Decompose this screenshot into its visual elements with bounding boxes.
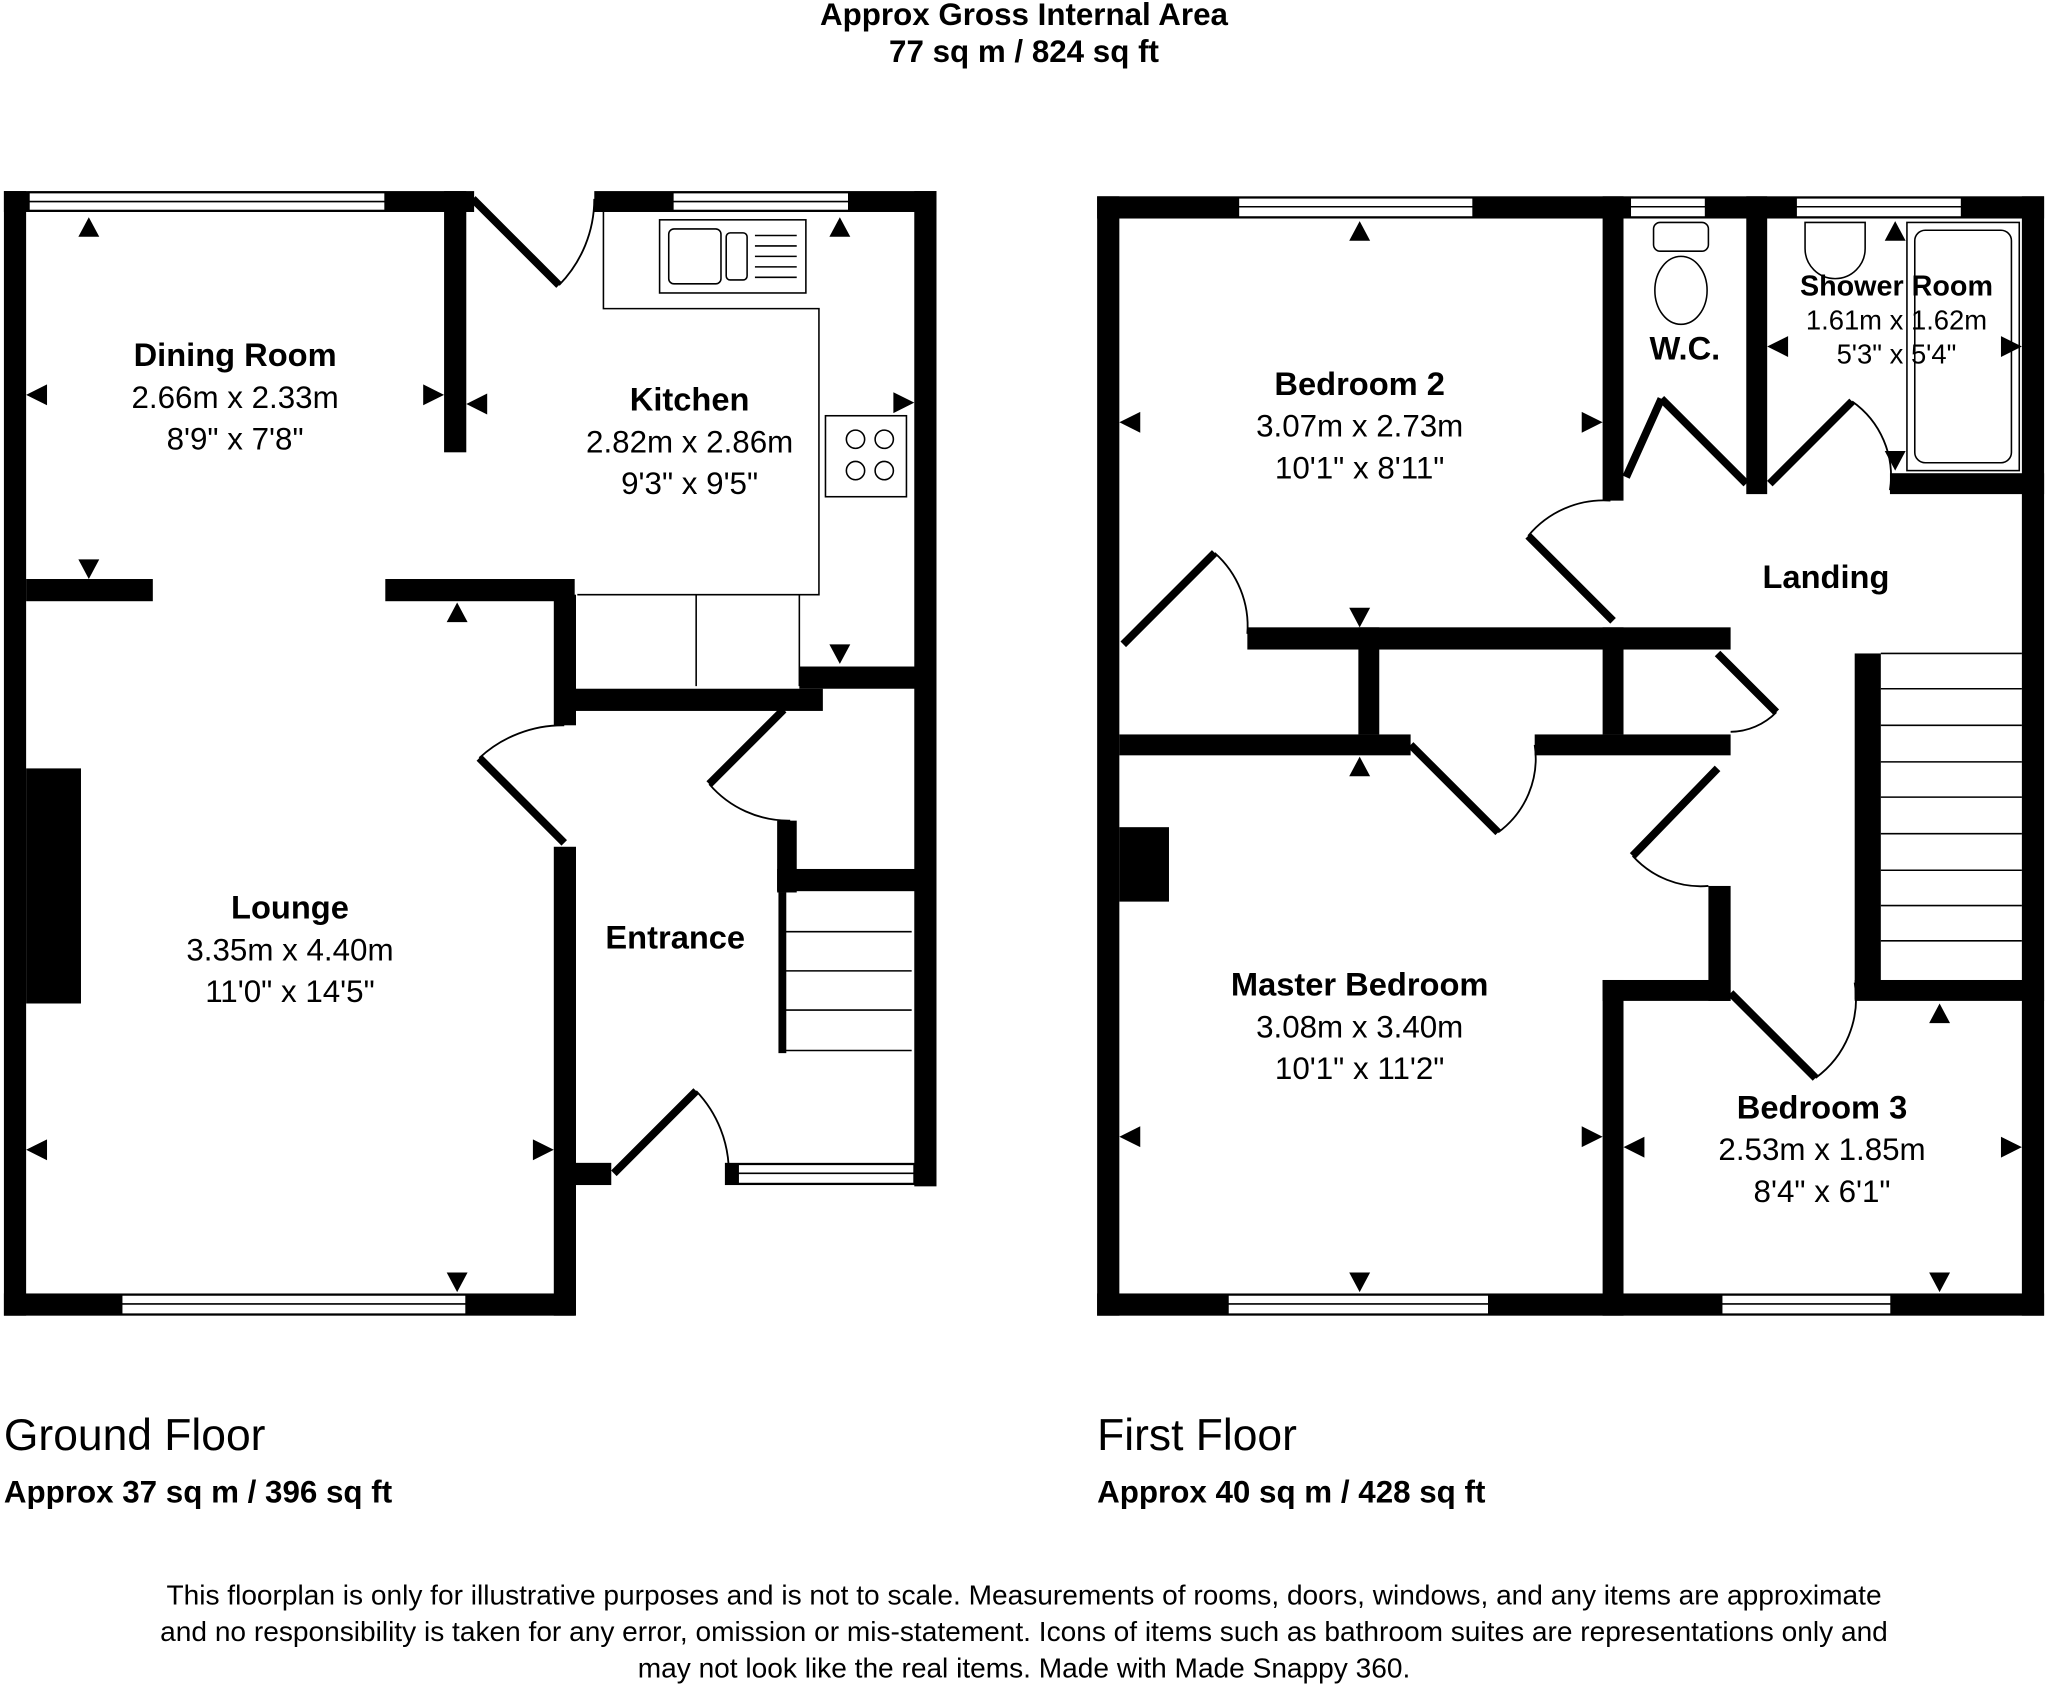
kitchen-imperial: 9'3" x 9'5" bbox=[621, 466, 758, 501]
disclaimer-line-3: may not look like the real items. Made w… bbox=[638, 1652, 1411, 1683]
ground-floor-area: Approx 37 sq m / 396 sq ft bbox=[4, 1474, 393, 1509]
landing-name: Landing bbox=[1762, 558, 1889, 595]
bedroom2-name: Bedroom 2 bbox=[1274, 365, 1445, 402]
ground-floor-label: Ground Floor bbox=[4, 1411, 266, 1460]
gross-area-value: 77 sq m / 824 sq ft bbox=[889, 34, 1159, 69]
bedroom3-imperial: 8'4" x 6'1" bbox=[1754, 1174, 1891, 1209]
shower-room-name: Shower Room bbox=[1800, 271, 1993, 303]
dining-room-metric: 2.66m x 2.33m bbox=[131, 380, 338, 415]
first-floor-area: Approx 40 sq m / 428 sq ft bbox=[1097, 1474, 1486, 1509]
wc-name: W.C. bbox=[1650, 330, 1721, 367]
bedroom3-name: Bedroom 3 bbox=[1737, 1088, 1908, 1125]
bedroom3-metric: 2.53m x 1.85m bbox=[1718, 1132, 1925, 1167]
master-bedroom-name: Master Bedroom bbox=[1231, 966, 1489, 1003]
gross-area-title: Approx Gross Internal Area bbox=[820, 0, 1229, 32]
bedroom2-imperial: 10'1" x 8'11" bbox=[1275, 450, 1445, 485]
dining-room-name: Dining Room bbox=[134, 336, 337, 373]
first-floor-plan: Bedroom 2 3.07m x 2.73m 10'1" x 8'11" W.… bbox=[1097, 196, 2045, 1316]
kitchen-name: Kitchen bbox=[630, 381, 750, 418]
disclaimer-line-1: This floorplan is only for illustrative … bbox=[166, 1579, 1881, 1610]
master-bedroom-imperial: 10'1" x 11'2" bbox=[1275, 1051, 1445, 1086]
disclaimer-line-2: and no responsibility is taken for any e… bbox=[160, 1616, 1888, 1647]
dining-room-imperial: 8'9" x 7'8" bbox=[167, 422, 304, 457]
master-bedroom-metric: 3.08m x 3.40m bbox=[1256, 1009, 1463, 1044]
entrance-name: Entrance bbox=[605, 919, 745, 956]
shower-room-metric: 1.61m x 1.62m bbox=[1806, 305, 1987, 336]
shower-room-imperial: 5'3" x 5'4" bbox=[1837, 338, 1957, 369]
first-floor-label: First Floor bbox=[1097, 1411, 1297, 1460]
kitchen-metric: 2.82m x 2.86m bbox=[586, 424, 793, 459]
lounge-imperial: 11'0" x 14'5" bbox=[205, 974, 375, 1009]
lounge-name: Lounge bbox=[231, 889, 349, 926]
lounge-metric: 3.35m x 4.40m bbox=[186, 932, 393, 967]
bedroom2-metric: 3.07m x 2.73m bbox=[1256, 409, 1463, 444]
ground-floor-plan: Dining Room 2.66m x 2.33m 8'9" x 7'8" Ki… bbox=[3, 191, 937, 1316]
